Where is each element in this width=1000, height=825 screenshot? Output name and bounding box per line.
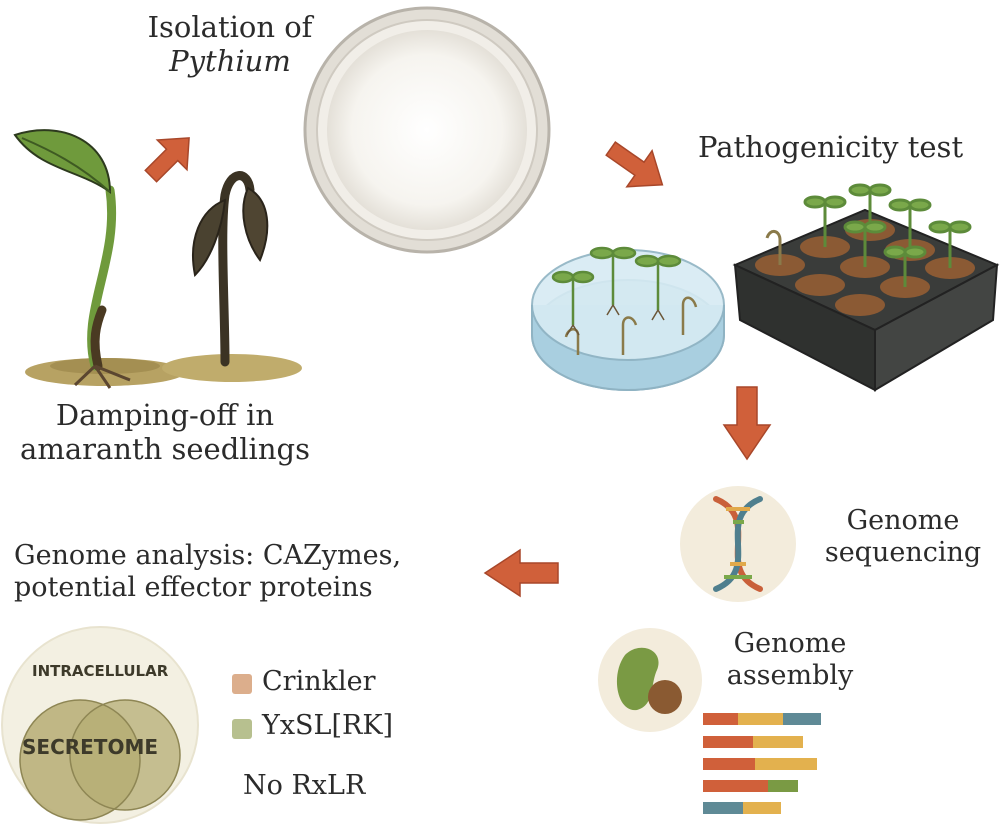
- petri-dish-icon: [303, 6, 551, 254]
- analysis-line-2: potential effector proteins: [14, 571, 373, 603]
- seedling-icon: [13, 129, 302, 389]
- sequencing-line-2: sequencing: [824, 536, 982, 568]
- legend-label-yxsl: YxSL[RK]: [262, 710, 394, 741]
- isolation-line-2: Pythium: [169, 44, 291, 79]
- assembly-line-2: assembly: [726, 659, 854, 691]
- legend-note: No RxLR: [243, 770, 366, 801]
- genome-blob-icon: [598, 628, 702, 732]
- arrow-down-icon: [722, 386, 772, 461]
- damping-off-label: Damping-off in amaranth seedlings: [0, 398, 330, 466]
- legend-swatch-crinkler: [232, 674, 252, 694]
- venn-inner-label: SECRETOME: [22, 735, 159, 759]
- dna-icon: [680, 486, 796, 602]
- arrow-up-right-icon: [144, 137, 190, 183]
- isolation-label: Isolation of Pythium: [120, 10, 340, 78]
- sequencing-label: Genome sequencing: [808, 505, 998, 569]
- seedling-dish-icon: [531, 246, 725, 391]
- damping-line-1: Damping-off in: [55, 398, 275, 432]
- venn-diagram: [1, 626, 199, 824]
- arrow-down-right-icon: [605, 141, 664, 188]
- contig-bars-icon: [703, 713, 821, 814]
- legend-swatch-yxsl: [232, 719, 252, 739]
- damping-line-2: amaranth seedlings: [20, 432, 310, 467]
- legend-label-crinkler: Crinkler: [262, 666, 376, 697]
- analysis-line-1: Genome analysis: CAZymes,: [14, 540, 402, 571]
- assembly-line-1: Genome: [733, 628, 847, 659]
- arrow-left-icon: [483, 548, 559, 598]
- analysis-label: Genome analysis: CAZymes, potential effe…: [14, 540, 474, 604]
- assembly-label: Genome assembly: [705, 628, 875, 692]
- isolation-line-1: Isolation of: [147, 10, 313, 44]
- venn-outer-label: INTRACELLULAR: [32, 662, 169, 680]
- sequencing-line-1: Genome: [846, 505, 960, 536]
- pathogenicity-label: Pathogenicity test: [698, 130, 964, 164]
- seedling-tray-icon: [732, 183, 1000, 392]
